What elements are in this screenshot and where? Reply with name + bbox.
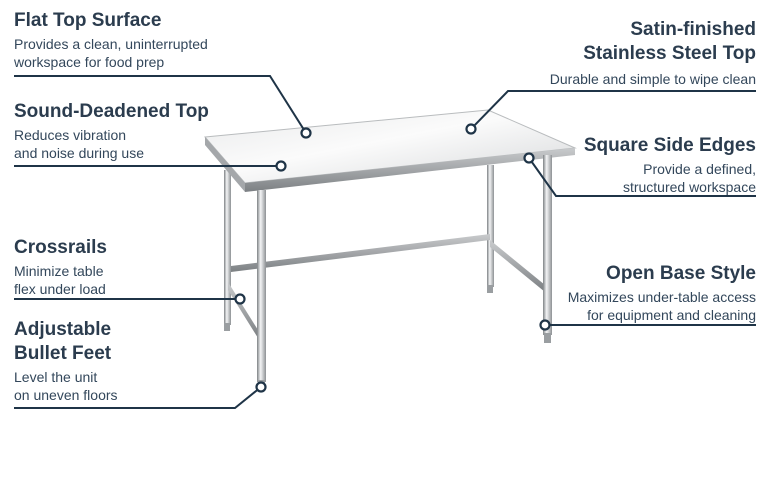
callout-markers — [234, 123, 551, 393]
callout-sound-deadened: Sound-Deadened Top Reduces vibration and… — [14, 100, 274, 162]
front-right-foot — [544, 333, 551, 343]
front-edge — [245, 148, 575, 192]
back-left-foot — [224, 323, 230, 331]
callout-desc-line: Durable and simple to wipe clean — [549, 71, 756, 87]
callout-desc-line: Provides a clean, uninterrupted — [14, 36, 208, 52]
open-base-marker — [539, 319, 551, 331]
back-right-leg — [487, 165, 494, 287]
callout-desc-line: Provide a defined, — [643, 161, 756, 177]
bullet-feet-leader — [14, 386, 262, 409]
callout-crossrails: Crossrails Minimize table flex under loa… — [14, 236, 214, 298]
callout-open-base: Open Base Style Maximizes under-table ac… — [496, 262, 756, 324]
callout-bullet-feet: Adjustable Bullet Feet Level the unit on… — [14, 318, 214, 404]
callout-title: Crossrails — [14, 237, 107, 258]
flat-top-marker — [300, 127, 312, 139]
callout-desc-line: on uneven floors — [14, 387, 118, 403]
callout-desc-line: and noise during use — [14, 145, 144, 161]
callout-title: Satin-finished — [630, 19, 756, 40]
callout-desc-line: Level the unit — [14, 369, 98, 385]
callout-desc-line: Reduces vibration — [14, 127, 127, 143]
front-left-leg — [257, 190, 266, 382]
callout-title: Sound-Deadened Top — [14, 101, 209, 122]
callout-desc-line: structured workspace — [622, 179, 756, 195]
callout-flat-top: Flat Top Surface Provides a clean, unint… — [14, 9, 274, 71]
satin-top-leader — [470, 90, 756, 130]
callout-title: Adjustable — [14, 319, 112, 340]
back-right-foot — [487, 285, 493, 293]
callout-title: Square Side Edges — [583, 135, 756, 156]
right-side-crossrail — [490, 240, 545, 292]
leader-lines — [14, 75, 756, 409]
back-crossrail — [231, 234, 490, 272]
callout-desc-line: for equipment and cleaning — [587, 307, 756, 323]
callout-desc-line: Maximizes under-table access — [567, 289, 756, 305]
left-side-crossrail — [228, 282, 258, 338]
callout-square-edges: Square Side Edges Provide a defined, str… — [496, 134, 756, 196]
callout-desc-line: Minimize table — [14, 263, 104, 279]
callout-title: Open Base Style — [606, 263, 756, 284]
callout-title: Flat Top Surface — [14, 10, 162, 31]
bullet-feet-marker — [255, 381, 267, 393]
steel-table — [203, 109, 577, 390]
left-side-edge — [205, 137, 245, 192]
callout-title: Bullet Feet — [14, 343, 112, 364]
callout-desc-line: flex under load — [14, 281, 106, 297]
callout-desc-line: workspace for food prep — [14, 54, 165, 70]
satin-top-marker — [465, 123, 477, 135]
sound-deadened-marker — [275, 160, 287, 172]
back-left-leg — [224, 170, 231, 325]
callout-satin-top: Satin-finished Stainless Steel Top Durab… — [476, 18, 756, 88]
square-edges-marker — [523, 152, 535, 164]
front-right-leg — [543, 155, 552, 335]
crossrails-marker — [234, 293, 246, 305]
square-edges-leader — [528, 157, 756, 197]
flat-top-leader — [14, 75, 307, 134]
callout-title: Stainless Steel Top — [583, 43, 756, 64]
